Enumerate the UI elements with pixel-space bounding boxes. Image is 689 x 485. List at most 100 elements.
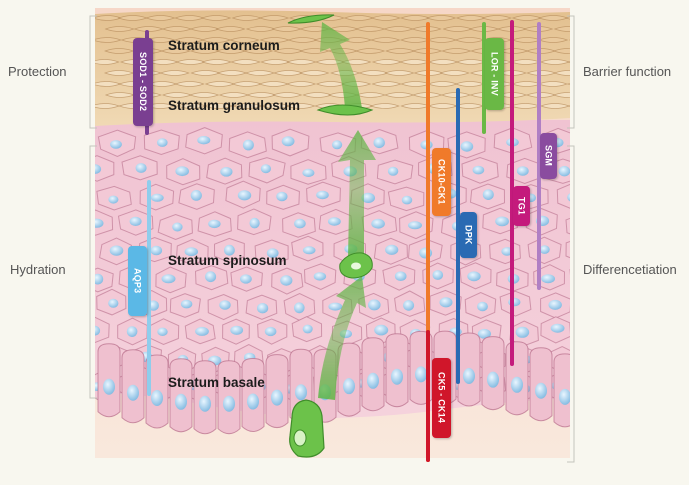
- aqp-bar: [147, 180, 151, 396]
- sgm-marker: SGM: [540, 133, 557, 179]
- cell-nucleus: [127, 326, 138, 337]
- cell-nucleus: [371, 219, 385, 229]
- stratum-spinosum-label: Stratum spinosum: [168, 253, 287, 268]
- cell-nucleus: [328, 217, 341, 225]
- cell-nucleus: [374, 325, 388, 336]
- tg1-marker-text: TG1: [517, 197, 527, 215]
- cell-nucleus: [130, 217, 142, 226]
- cell-nucleus: [250, 218, 260, 229]
- cell-nucleus: [208, 220, 220, 228]
- protection-label: Protection: [8, 64, 67, 79]
- ck10-marker-text: CK10-CK1: [437, 159, 447, 205]
- cell-nucleus: [136, 163, 147, 173]
- cell-nucleus: [332, 140, 342, 149]
- hydration-label: Hydration: [10, 262, 66, 277]
- cell-nucleus: [276, 192, 287, 201]
- basal-nucleus: [103, 379, 115, 395]
- lor-marker-text: LOR - INV: [490, 52, 500, 96]
- cell-nucleus: [157, 138, 168, 147]
- dpk-marker: DPK: [460, 212, 477, 258]
- cell-nucleus: [408, 221, 422, 229]
- cell-nucleus: [551, 324, 565, 333]
- cell-nucleus: [89, 164, 101, 174]
- ck10-marker: CK10-CK1: [432, 148, 451, 216]
- cell-nucleus: [368, 299, 381, 310]
- basal-nucleus: [199, 396, 211, 412]
- cell-nucleus: [151, 194, 164, 202]
- cell-nucleus: [385, 245, 398, 255]
- cell-nucleus: [257, 303, 268, 313]
- cell-nucleus: [205, 271, 216, 282]
- spinous-cell: [566, 214, 598, 239]
- sod-marker: SOD1 - SOD2: [133, 38, 153, 126]
- stratum-granulosum-label: Stratum granulosum: [168, 98, 300, 113]
- cell-nucleus: [517, 166, 529, 176]
- cell-nucleus: [261, 164, 271, 173]
- ck5-marker: CK5 - CK14: [432, 358, 451, 438]
- cell-nucleus: [108, 196, 118, 204]
- cell-nucleus: [516, 327, 530, 338]
- basal-nucleus: [367, 373, 379, 389]
- cell-nucleus: [172, 223, 182, 232]
- cell-nucleus: [230, 326, 243, 335]
- basal-nucleus: [391, 369, 403, 385]
- basal-nucleus: [415, 366, 427, 382]
- basal-stem-cell: [290, 400, 324, 457]
- cell-nucleus: [90, 326, 100, 336]
- cell-nucleus: [238, 190, 251, 200]
- basal-nucleus: [511, 377, 523, 393]
- ck5-bar: [426, 330, 430, 462]
- cell-nucleus: [540, 245, 550, 254]
- cell-nucleus: [191, 190, 202, 201]
- cell-nucleus: [576, 220, 588, 230]
- basal-nucleus: [247, 394, 259, 410]
- basal-nucleus: [295, 384, 307, 400]
- cell-nucleus: [473, 166, 485, 175]
- cell-nucleus: [303, 246, 316, 254]
- cell-nucleus: [220, 167, 232, 177]
- cell-nucleus: [541, 274, 555, 283]
- cell-nucleus: [328, 303, 342, 311]
- spinous-cell: [61, 241, 93, 266]
- cell-nucleus: [108, 299, 118, 308]
- cell-nucleus: [157, 328, 167, 336]
- cell-nucleus: [110, 246, 124, 256]
- cell-nucleus: [294, 302, 305, 313]
- cell-nucleus: [243, 140, 254, 151]
- aqp-marker-text: AQP3: [133, 268, 143, 293]
- spinous-cell: [62, 293, 92, 318]
- spinous-cell: [56, 186, 89, 211]
- ck5-marker-text: CK5 - CK14: [437, 372, 447, 423]
- cell-nucleus: [175, 166, 189, 176]
- cell-nucleus: [419, 248, 432, 259]
- basal-nucleus: [151, 390, 163, 406]
- stratum-basale-label: Stratum basale: [168, 375, 265, 390]
- cell-nucleus: [151, 246, 163, 256]
- basal-nucleus: [175, 394, 187, 410]
- cell-nucleus: [467, 271, 480, 281]
- cell-nucleus: [302, 169, 314, 177]
- cell-nucleus: [181, 300, 192, 309]
- cell-nucleus: [433, 270, 444, 280]
- cell-nucleus: [483, 189, 494, 200]
- corneocyte-flake: [568, 82, 596, 87]
- spinous-cell: [64, 344, 91, 369]
- basal-nucleus: [535, 383, 547, 399]
- cell-nucleus: [219, 300, 230, 310]
- cell-nucleus: [162, 274, 176, 283]
- cell-nucleus: [265, 327, 277, 336]
- cell-nucleus: [388, 167, 398, 176]
- cell-nucleus: [314, 272, 326, 280]
- basal-nucleus: [223, 396, 235, 412]
- cell-nucleus: [72, 354, 85, 364]
- cell-nucleus: [395, 271, 407, 281]
- cell-nucleus: [110, 140, 122, 149]
- aqp-marker: AQP3: [128, 246, 147, 316]
- stem-cell-nucleus: [294, 430, 306, 446]
- cell-nucleus: [240, 274, 252, 283]
- cell-nucleus: [280, 275, 292, 285]
- spinous-cell: [55, 130, 91, 156]
- cell-nucleus: [374, 137, 385, 148]
- tg1-marker: TG1: [513, 186, 530, 226]
- cell-nucleus: [584, 303, 594, 312]
